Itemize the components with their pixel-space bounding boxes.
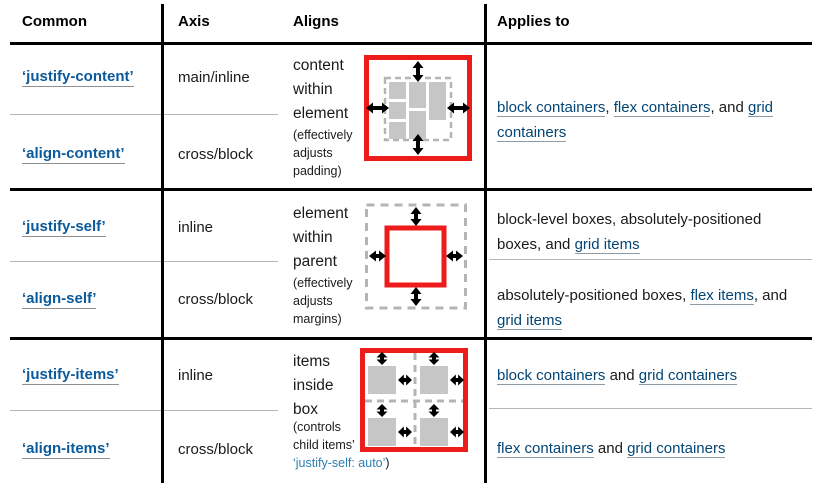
- items-inside-box-diagram: [360, 348, 468, 452]
- aligns-note: (effectively adjusts padding): [293, 126, 353, 180]
- aligns-description: content within element: [293, 54, 348, 126]
- text-line: (effectively: [293, 128, 353, 142]
- text-line: element: [293, 205, 349, 222]
- property-link-justify-items[interactable]: ‘justify-items’: [22, 366, 119, 385]
- header-rule: [10, 42, 812, 45]
- double-arrow: [447, 102, 470, 114]
- axis-cell: inline: [178, 219, 214, 236]
- double-arrow: [410, 287, 422, 306]
- property-link-align-content[interactable]: ‘align-content’: [22, 145, 125, 164]
- axis-cell: inline: [178, 367, 214, 384]
- group-rule: [10, 188, 812, 191]
- text-segment: ,: [605, 99, 614, 116]
- double-arrow: [410, 207, 422, 226]
- item-tiles: [368, 366, 448, 446]
- link-flex-containers[interactable]: flex containers: [497, 440, 594, 458]
- link-block-containers[interactable]: block containers: [497, 99, 606, 117]
- axis-cell: cross/block: [178, 146, 254, 163]
- content-within-element-diagram: [364, 55, 472, 161]
- text-line: child items’: [293, 438, 355, 452]
- double-arrow: [369, 250, 386, 262]
- group-rule: [10, 337, 812, 340]
- text-line: (controls: [293, 420, 341, 434]
- link-grid-containers[interactable]: grid containers: [627, 440, 726, 458]
- aligns-note: (controls child items’ ‘justify-self: auto…: [293, 418, 390, 472]
- text-segment: block-level boxes, absolutely-positioned…: [497, 211, 762, 253]
- text-line: within: [293, 229, 333, 246]
- text-line: box: [293, 401, 318, 418]
- link-flex-items[interactable]: flex items: [690, 287, 754, 305]
- double-arrow: [376, 404, 388, 417]
- text-line: parent: [293, 253, 337, 270]
- double-arrow: [450, 374, 464, 386]
- axis-cell: cross/block: [178, 441, 254, 458]
- double-arrow: [376, 352, 388, 365]
- double-arrow: [398, 374, 412, 386]
- double-arrow: [446, 250, 463, 262]
- css-value-link[interactable]: ‘justify-self: auto’: [293, 456, 386, 470]
- axis-cell: cross/block: [178, 291, 254, 308]
- text-segment: absolutely-positioned boxes,: [497, 287, 691, 304]
- column-header-common: Common: [22, 13, 87, 30]
- row-divider: [489, 408, 812, 409]
- property-link-justify-content[interactable]: ‘justify-content’: [22, 68, 134, 87]
- row-divider: [489, 259, 812, 260]
- element-red-box: [384, 225, 447, 288]
- text-line: content: [293, 57, 344, 74]
- text-segment: , and: [753, 287, 788, 304]
- double-arrow: [412, 134, 424, 155]
- double-arrow: [428, 404, 440, 417]
- text-line: adjusts: [293, 294, 333, 308]
- link-grid-containers[interactable]: grid containers: [638, 367, 738, 385]
- grid-dashed-lines: [365, 353, 463, 447]
- link-flex-containers[interactable]: flex containers: [613, 99, 711, 117]
- applies-to-cell: absolutely-positioned boxes, flex items,…: [497, 283, 797, 333]
- double-arrow: [366, 102, 389, 114]
- text-segment: and: [593, 440, 628, 457]
- text-segment: ): [385, 456, 390, 470]
- text-line: margins): [293, 312, 342, 326]
- applies-to-cell: block containers, flex containers, and g…: [497, 95, 797, 145]
- link-block-containers[interactable]: block containers: [497, 367, 606, 385]
- row-divider: [10, 114, 278, 115]
- column-header-aligns: Aligns: [293, 13, 339, 30]
- text-line: inside: [293, 377, 334, 394]
- row-divider: [10, 261, 278, 262]
- column-header-axis: Axis: [178, 13, 210, 30]
- link-grid-items[interactable]: grid items: [497, 312, 563, 330]
- text-segment: and: [605, 367, 639, 384]
- aligns-note: (effectively adjusts margins): [293, 274, 353, 328]
- double-arrow: [428, 352, 440, 365]
- applies-to-cell: block containers and grid containers: [497, 363, 797, 388]
- aligns-description: items inside box: [293, 350, 334, 422]
- property-link-justify-self[interactable]: ‘justify-self’: [22, 218, 106, 237]
- applies-to-cell: flex containers and grid containers: [497, 436, 797, 461]
- text-line: ‘justify-self: auto’): [293, 454, 390, 472]
- text-line: within: [293, 81, 333, 98]
- aligns-description: element within parent: [293, 202, 348, 274]
- content-tiles: [389, 82, 446, 139]
- applies-to-cell: block-level boxes, absolutely-positioned…: [497, 207, 797, 257]
- text-line: items: [293, 353, 331, 370]
- property-link-align-self[interactable]: ‘align-self’: [22, 290, 97, 309]
- text-line: element: [293, 105, 349, 122]
- column-rule: [484, 4, 487, 483]
- link-grid-items[interactable]: grid items: [574, 236, 640, 254]
- property-link-align-items[interactable]: ‘align-items’: [22, 440, 110, 459]
- double-arrow: [450, 426, 464, 438]
- column-header-applies: Applies to: [497, 13, 570, 30]
- link-grid-containers[interactable]: grid containers: [497, 99, 774, 142]
- double-arrow: [398, 426, 412, 438]
- axis-cell: main/inline: [178, 69, 250, 86]
- text-line: (effectively: [293, 276, 353, 290]
- row-divider: [10, 410, 278, 411]
- text-line: adjusts: [293, 146, 333, 160]
- double-arrow: [412, 61, 424, 82]
- text-segment: , and: [710, 99, 748, 116]
- column-rule: [161, 4, 164, 483]
- element-within-parent-diagram: [365, 203, 467, 310]
- text-line: padding): [293, 164, 342, 178]
